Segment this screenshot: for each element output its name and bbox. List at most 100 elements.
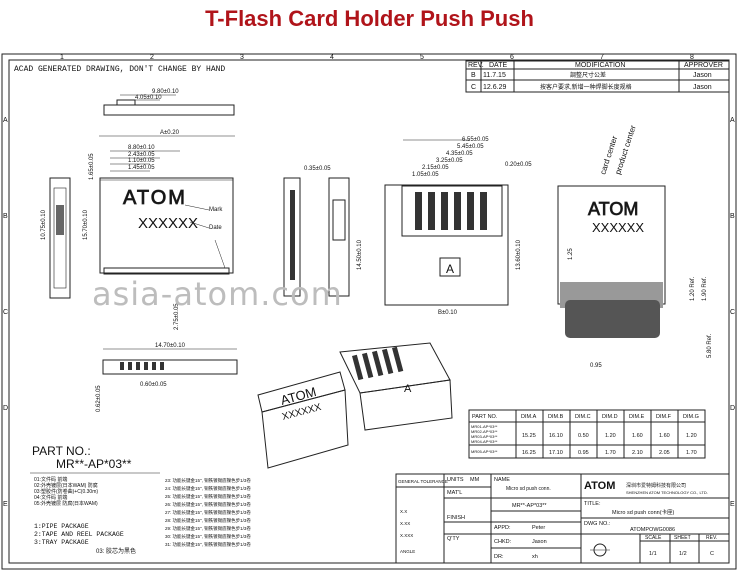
brand-mark: ATOM <box>588 199 638 219</box>
dr-label: DR: <box>494 554 504 560</box>
approver-cell: Jason <box>693 72 712 79</box>
general-tolerance-label: GENERAL TOLERANCE <box>398 479 448 484</box>
dim-cell: 16.10 <box>549 433 563 439</box>
code-mark: XXXXXX <box>138 215 198 232</box>
dim-label: 0.95 <box>590 363 602 369</box>
sheet-value: 1/2 <box>679 551 687 557</box>
finish-label: FINISH <box>447 515 465 521</box>
date-cell: 12.6.29 <box>483 84 506 91</box>
zone-letter: B <box>3 213 8 220</box>
part-cell: MR04-AP*03** <box>471 439 498 444</box>
approver-header: APPROVER <box>684 62 723 69</box>
dim-label: 4.05±0.10 <box>135 95 162 101</box>
package-option: 2:TAPE AND REEL PACKAGE <box>34 531 124 538</box>
option-right: 28: 功能长键金15", 铜铁镀锡底镍色步1/3卷 <box>165 517 251 524</box>
title-label: TITLE: <box>584 501 601 507</box>
units-value: MM <box>470 477 480 483</box>
tol-row: X.X <box>400 509 407 514</box>
isometric-view: ATOM XXXXXX A <box>257 342 453 469</box>
zone-number: 5 <box>420 54 424 61</box>
zone-number: 6 <box>510 54 514 61</box>
tol-row: ANGLE <box>400 549 415 554</box>
table-header: DIM.G <box>683 414 699 420</box>
product-center-label: product center <box>613 124 637 176</box>
part-cell: MR01-AP*03** <box>471 424 498 429</box>
dim-label: 6.55±0.05 <box>462 137 489 143</box>
part-cell: MR05-AP*03** <box>471 449 498 454</box>
table-header: DIM.D <box>602 414 618 420</box>
sheet-label: SHEET <box>674 535 691 541</box>
sheet-outer-border <box>1 53 737 570</box>
zone-letter: D <box>730 405 735 412</box>
dim-cell: 17.10 <box>549 450 563 456</box>
chkd-label: CHKD: <box>494 539 512 545</box>
dim-cell: 2.05 <box>659 450 670 456</box>
units-label: UNITS <box>447 477 464 483</box>
part-cell: MR02-AP*03** <box>471 429 498 434</box>
dim-cell: 0.95 <box>578 450 589 456</box>
matl-label: MAT'L <box>447 490 462 496</box>
dim-cell: 2.10 <box>632 450 643 456</box>
dim-label: 10.75±0.10 <box>41 209 47 240</box>
revision-table: REV. DATE MODIFICATION APPROVER B 11.7.1… <box>465 60 730 93</box>
company-logo: ATOM <box>584 480 615 492</box>
dwg-label: DWG NO.: <box>584 521 611 527</box>
rev-cell: B <box>471 72 476 79</box>
date-callout: Date <box>209 225 222 231</box>
zone-number: 4 <box>330 54 334 61</box>
dim-label: 0.20±0.05 <box>505 162 532 168</box>
title-block: GENERAL TOLERANCE X.X X.XX X.XXX ANGLE U… <box>395 473 730 564</box>
package-note: 03: 胶芯为黑色 <box>96 547 136 555</box>
side-profile-view: 0.35±0.05 <box>283 166 350 297</box>
dim-label: 0.62±0.05 <box>96 385 102 412</box>
slot-label: A <box>446 262 454 276</box>
dim-label: A±0.20 <box>160 130 180 136</box>
rev-label: REV. <box>706 535 717 541</box>
dim-label: 14.70±0.10 <box>155 343 186 349</box>
dim-label: 0.60±0.05 <box>140 382 167 388</box>
dim-cell: 1.20 <box>605 433 616 439</box>
zone-letter: E <box>3 501 8 508</box>
table-header: DIM.C <box>575 414 591 420</box>
option-right: 30: 功能长键金15", 铜铁镀锡底镍色步1/3卷 <box>165 533 251 540</box>
option-right: 23: 功能长键金15", 铜铁镀锡底镍色步1/3卷 <box>165 477 251 484</box>
brand-mark: ATOM <box>123 187 187 209</box>
front-strip-view: 14.70±0.10 0.60±0.05 0.62±0.05 <box>96 343 238 412</box>
option-right: 24: 功能长键金15", 铜铁镀锡底镍色步1/3卷 <box>165 485 251 492</box>
modification-header: MODIFICATION <box>575 62 625 69</box>
watermark: asia-atom.com <box>92 275 343 313</box>
zone-letter: D <box>3 405 8 412</box>
dim-cell: 1.70 <box>686 450 697 456</box>
tol-row: X.XXX <box>400 533 413 538</box>
chkd-value: Jason <box>532 539 547 545</box>
dim-label: 2.15±0.05 <box>422 165 449 171</box>
option-right: 31: 功能长键金15", 铜铁镀锡底镍色步1/3卷 <box>165 541 251 548</box>
rev-value: C <box>710 551 714 557</box>
name-label: NAME <box>494 477 510 483</box>
plan-view: A 6.55±0.05 5.45±0.05 4.35±0.05 3.25±0.0… <box>357 137 532 316</box>
border-zone-numbers: 1 2 3 4 5 6 7 8 A B C D E A B C D E <box>3 54 735 508</box>
dim-label: 15.70±0.10 <box>83 209 89 240</box>
dim-cell: 1.60 <box>659 433 670 439</box>
rotated-view: card center product center ATOM XXXXXX 1… <box>557 124 713 369</box>
date-header: DATE <box>489 62 507 69</box>
modification-cell: 按客户要求,新增一种焊脚长度规格 <box>540 83 632 91</box>
modification-cell: 調整尺寸公差 <box>570 71 606 79</box>
dim-label: 5.80 Ref. <box>707 333 713 358</box>
table-header: DIM.B <box>548 414 564 420</box>
option-right: 29: 功能长键金15", 铜铁镀锡底镍色步1/3卷 <box>165 525 251 532</box>
dim-label: 4.35±0.05 <box>446 151 473 157</box>
dim-label: 2.75±0.05 <box>174 303 180 330</box>
table-header: DIM.A <box>521 414 537 420</box>
dim-label: 1.45±0.05 <box>128 165 155 171</box>
dim-label: 13.60±0.10 <box>516 239 522 270</box>
dim-cell: 1.60 <box>632 433 643 439</box>
left-side-view <box>49 177 71 299</box>
part-number-block: PART NO.: MR**-AP*03** 01:文件码 前端 02:外壳镀层… <box>30 444 251 555</box>
zone-letter: B <box>730 213 735 220</box>
code-mark: XXXXXX <box>592 220 644 235</box>
sheet-inner-border <box>8 59 730 564</box>
dim-label: 1.90 Ref. <box>702 276 708 301</box>
package-option: 3:TRAY PACKAGE <box>34 539 89 546</box>
